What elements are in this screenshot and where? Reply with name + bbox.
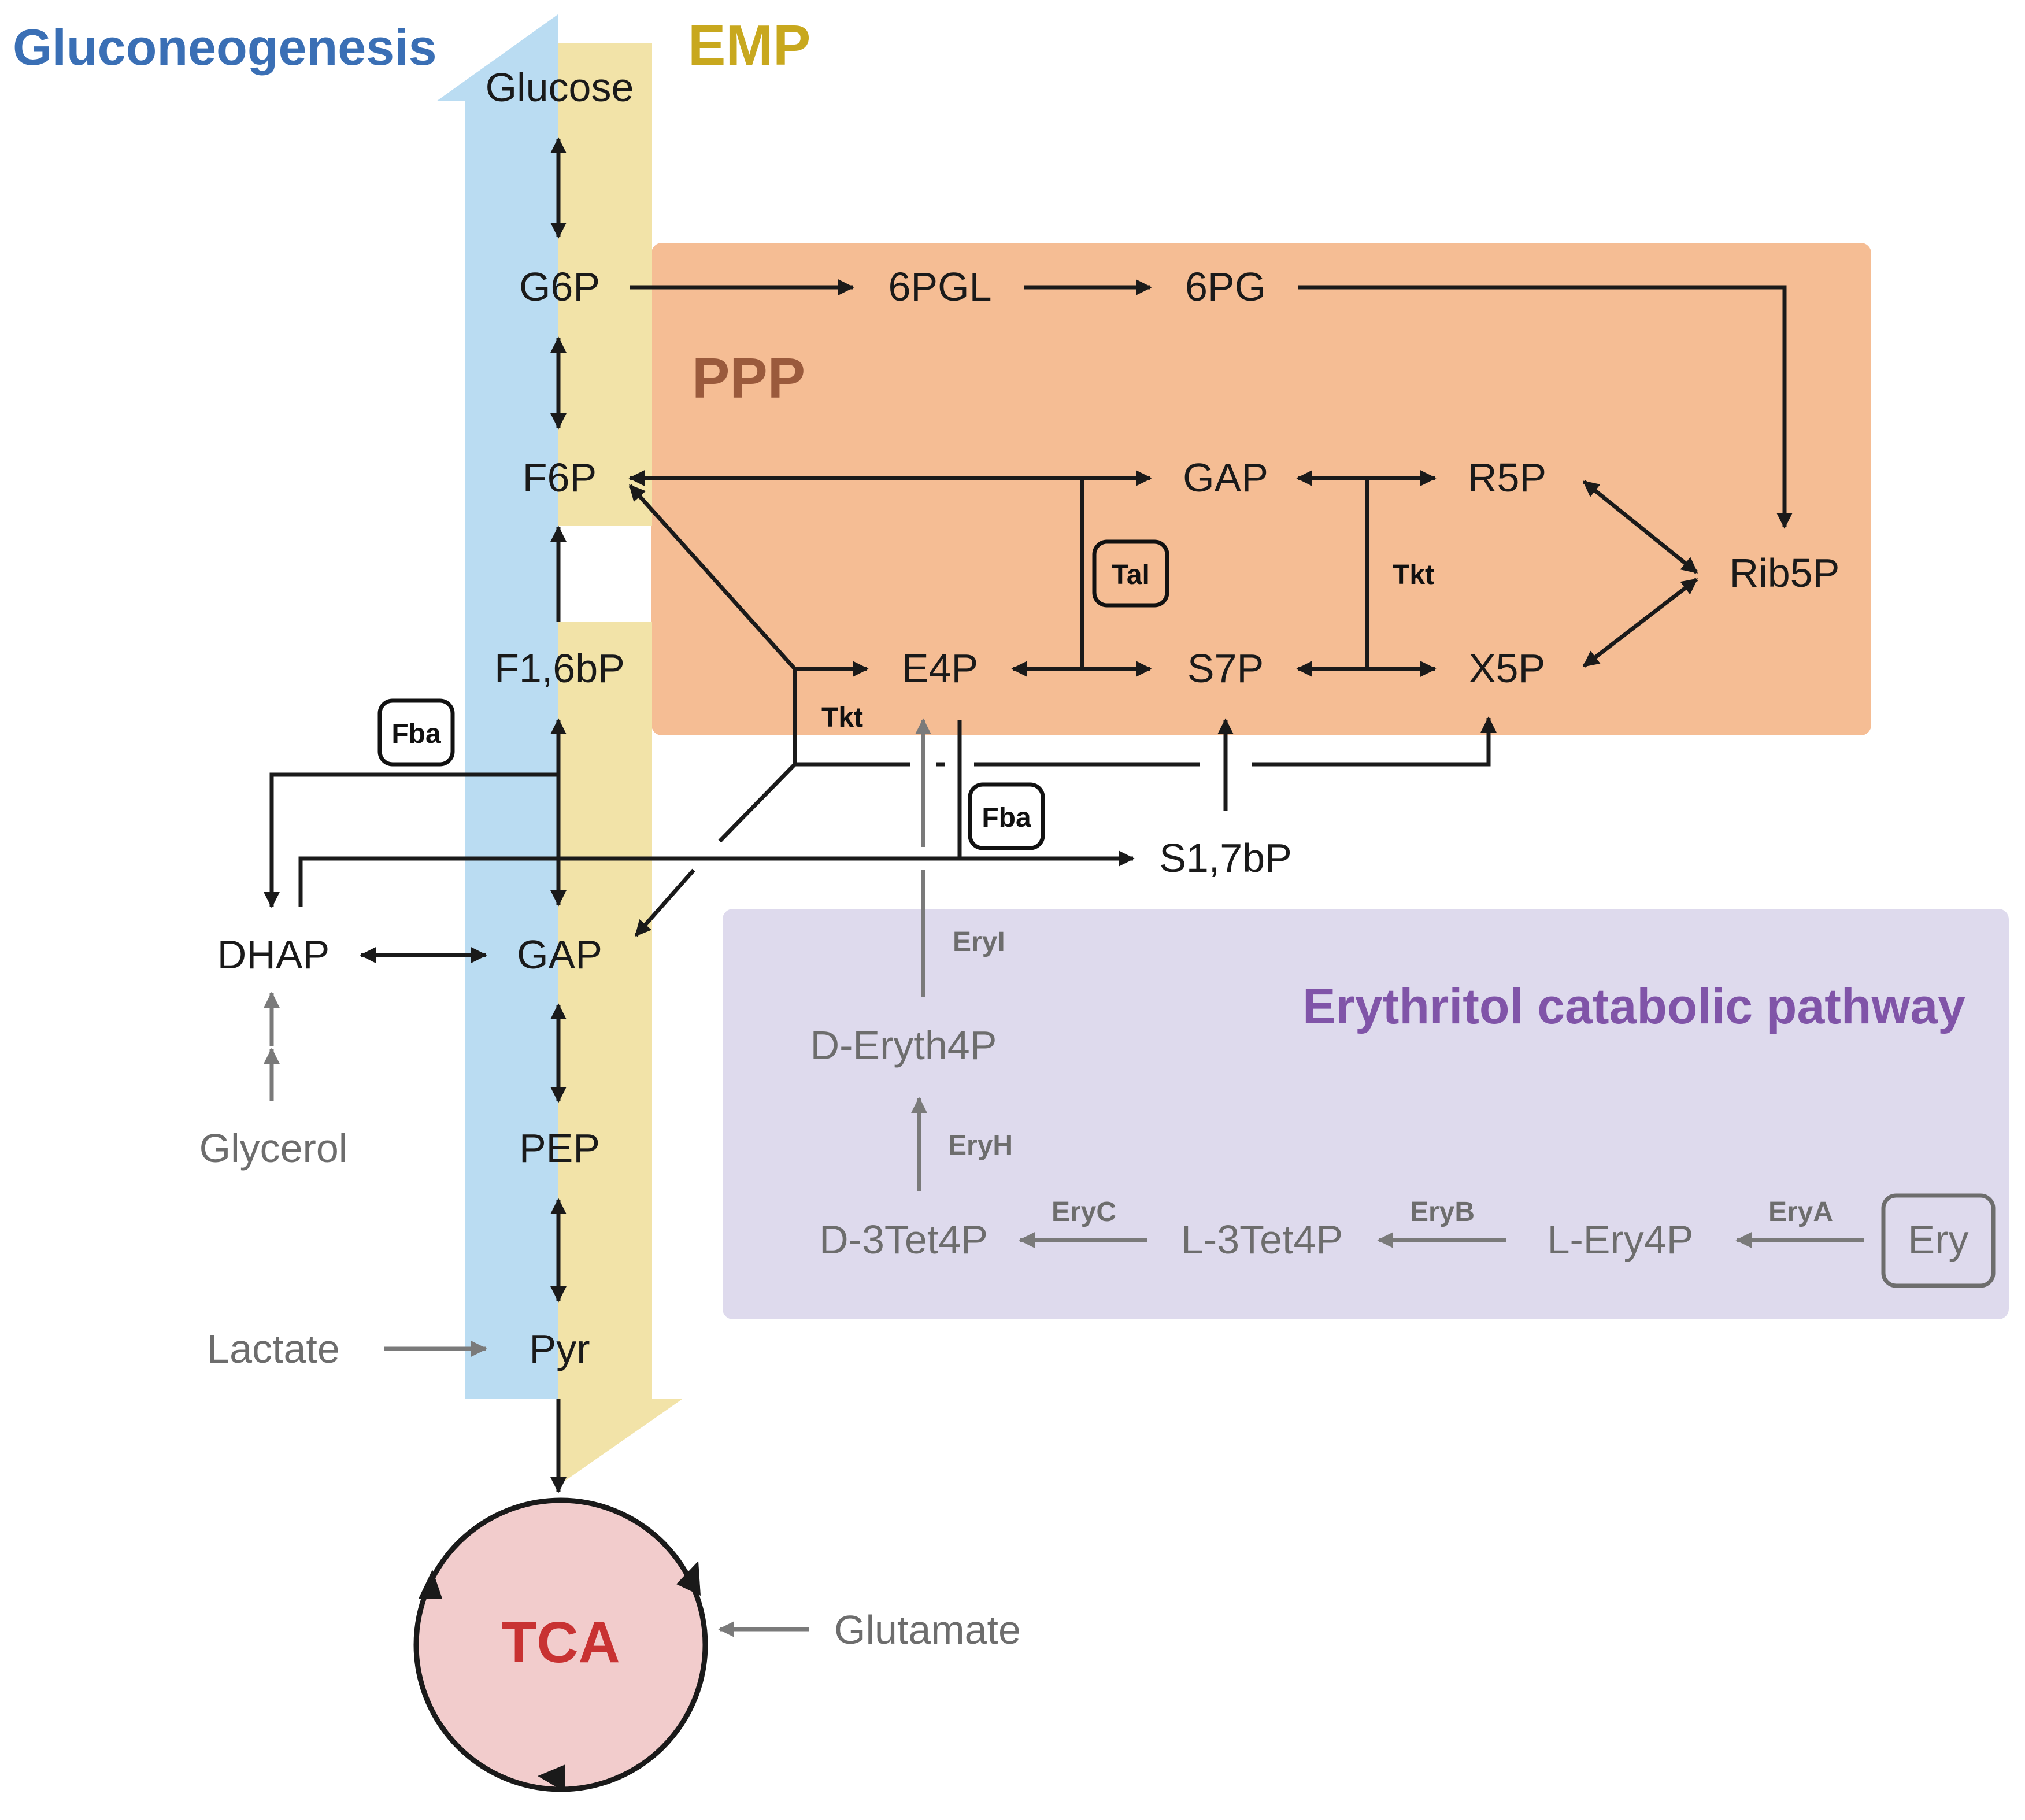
eryc-label: EryC: [1052, 1197, 1116, 1227]
ppp-box: [651, 243, 1871, 735]
6pg-label: 6PG: [1185, 264, 1266, 309]
eryh-label: EryH: [948, 1130, 1013, 1161]
glutamate-label: Glutamate: [834, 1607, 1021, 1652]
d3tet4p-label: D-3Tet4P: [819, 1217, 988, 1262]
tkt-label-left: Tkt: [821, 702, 863, 733]
arrow-r5p-rib5p: [1582, 480, 1698, 574]
ery-box: [1881, 1193, 1996, 1288]
glucose-label: Glucose: [486, 65, 634, 110]
gap-ppp-label: GAP: [1183, 455, 1268, 500]
ery-label: Ery: [1908, 1217, 1969, 1262]
lery4p-label: L-Ery4P: [1548, 1217, 1694, 1262]
pep-label: PEP: [519, 1126, 600, 1171]
dhap-label: DHAP: [217, 932, 330, 977]
gluconeogenesis-arrow: [436, 14, 558, 1399]
erythritol-box: [723, 909, 2009, 1319]
fba-box-1: [377, 698, 455, 767]
arrow-tkt-x5p-d: [1252, 716, 1497, 767]
fba-box-2: [968, 782, 1045, 850]
r5p-label: R5P: [1468, 455, 1546, 500]
emp-title: EMP: [688, 13, 810, 77]
lactate-label: Lactate: [207, 1326, 340, 1371]
tal-label: Tal: [1112, 560, 1150, 590]
arrow-x5p-rib5p: [1582, 578, 1698, 668]
eryb-label: EryB: [1410, 1197, 1475, 1227]
arrow-tkt-gap-b: [634, 868, 695, 937]
f16bp-label: F1,6bP: [494, 646, 625, 691]
f6p-label: F6P: [523, 455, 597, 500]
erya-label: EryA: [1768, 1197, 1833, 1227]
x5p-label: X5P: [1469, 646, 1545, 691]
arrow-fba-dhap: [264, 772, 558, 908]
fba-label-1: Fba: [391, 719, 441, 749]
pyr-label: Pyr: [530, 1326, 590, 1371]
gap-glycolysis-label: GAP: [517, 932, 602, 977]
arrow-tkt-gap: [718, 763, 797, 843]
arrow-tkt-f6p: [628, 484, 797, 671]
arrow-dhap-s17bp: [298, 850, 1135, 907]
glycerol-label: Glycerol: [199, 1126, 348, 1171]
deryth4p-label: D-Eryth4P: [810, 1023, 997, 1068]
6pgl-label: 6PGL: [889, 264, 992, 309]
tca-arrowhead-bottom: [538, 1764, 565, 1792]
ppp-title: PPP: [692, 346, 805, 410]
erythritol-title: Erythritol catabolic pathway: [1302, 979, 1965, 1034]
fba-label-2: Fba: [982, 802, 1031, 833]
s7p-label: S7P: [1187, 646, 1264, 691]
arrow-6pg-rib5p: [1298, 285, 1793, 529]
eryi-label: EryI: [953, 927, 1005, 957]
gluconeogenesis-title: Gluconeogenesis: [13, 19, 437, 76]
rib5p-label: Rib5P: [1730, 550, 1840, 595]
tca-arrowhead-right: [676, 1561, 701, 1596]
l3tet4p-label: L-3Tet4P: [1181, 1217, 1343, 1262]
emp-arrow: [558, 43, 682, 1486]
tkt-label-right: Tkt: [1393, 560, 1434, 590]
tca-label: TCA: [501, 1610, 620, 1675]
tca-arrowhead-left: [419, 1570, 442, 1599]
s17bp-label: S1,7bP: [1159, 835, 1292, 881]
tal-box: [1092, 539, 1169, 608]
e4p-label: E4P: [902, 646, 978, 691]
g6p-label: G6P: [519, 264, 600, 309]
